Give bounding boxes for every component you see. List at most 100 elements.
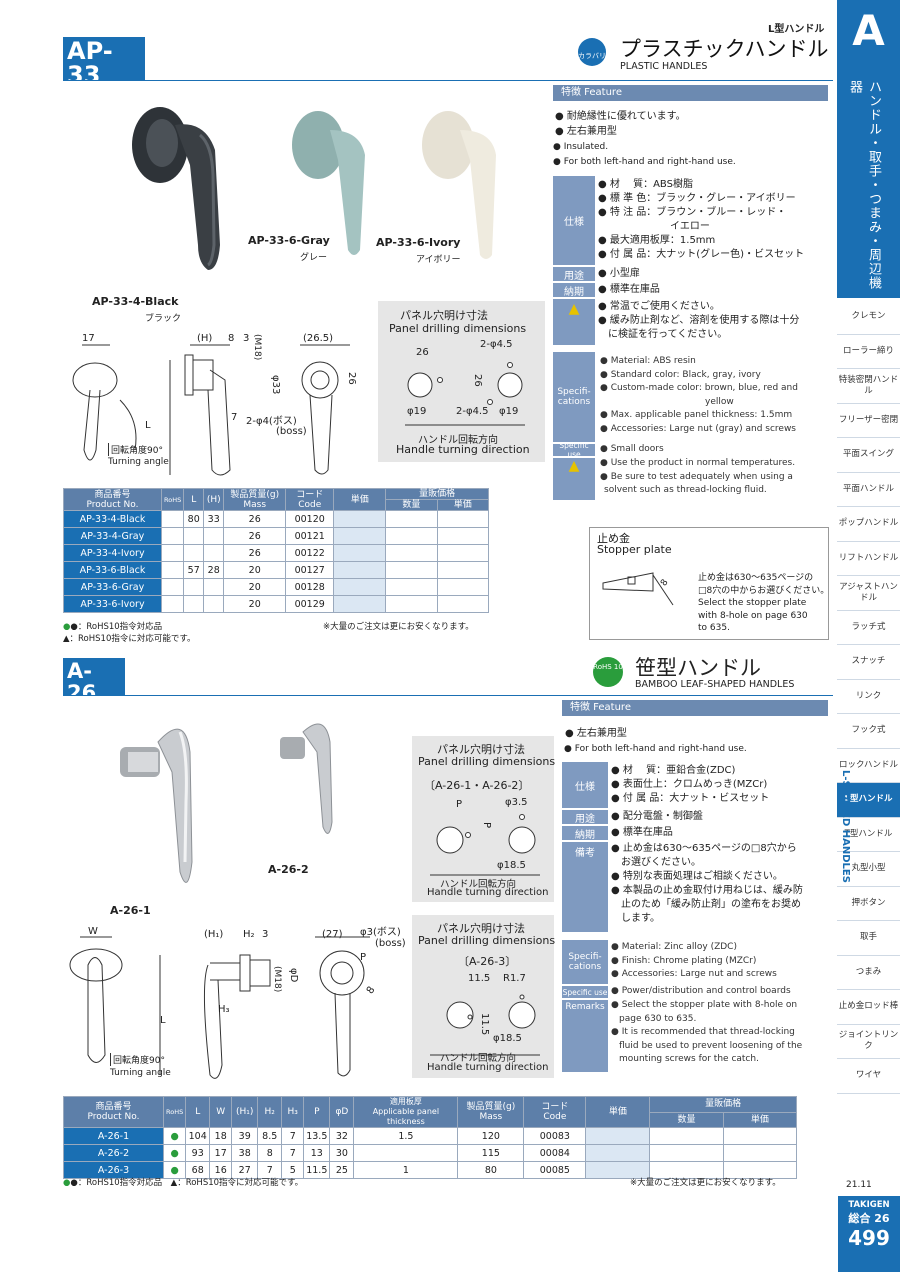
sidebar: A ハンドル・取手・つまみ・周辺機器 クレモンローラー締り特装密閉ハンドルフリー…: [837, 0, 900, 1272]
cell-H: 28: [203, 561, 225, 579]
sidebar-item[interactable]: 平面スイング: [837, 438, 900, 473]
cell-L: 93: [185, 1144, 211, 1162]
sidebar-item[interactable]: スナッチ: [837, 645, 900, 680]
dim-27: (27): [322, 929, 343, 940]
th-volume-price: 量販価格: [385, 488, 489, 500]
th-qty: 数量: [385, 499, 438, 511]
label-gray-jp: グレー: [300, 253, 328, 263]
panel2-drawing: [430, 994, 540, 1056]
cell-qty: [385, 578, 438, 596]
cell-mass: 120: [457, 1127, 525, 1145]
footer-date: 21.11: [846, 1180, 872, 1190]
feature-jp-2: ● 左右兼用型: [555, 126, 617, 137]
color-variation-badge: カラバリ: [578, 38, 606, 66]
cell-mass: 26: [223, 510, 287, 528]
section-vertical-title: ハンドル・取手・つまみ・周辺機器: [847, 80, 881, 290]
caution-list-en: ● Use the product in normal temperatures…: [600, 458, 796, 495]
sidebar-item[interactable]: 丸型小型: [837, 852, 900, 887]
cell-qty: [649, 1127, 724, 1145]
panel1-sub: 〔A-26-1・A-26-2〕: [424, 779, 530, 792]
use-value: ● 小型扉: [598, 268, 640, 279]
sidebar-item[interactable]: フリーザー密閉: [837, 404, 900, 438]
cell-mass: 26: [223, 544, 287, 562]
cell-mass: 80: [457, 1161, 525, 1179]
a26-note-rohs: ●●：RoHS10指令対応品 ▲：RoHS10指令に対応可能です。: [63, 1178, 304, 1188]
th-W: W: [209, 1096, 233, 1128]
warning-icon: ▲: [568, 301, 580, 317]
cell-H3: 7: [281, 1127, 305, 1145]
sidebar-item[interactable]: ロックハンドル: [837, 749, 900, 783]
a26-remarks-list: ● 止め金は630～635ページの□8穴から お選びください。 ● 特別な表面処…: [611, 843, 803, 924]
ap33-product-table: 商品番号 Product No. RoHS L (H) 製品質量(g) Mass…: [63, 488, 490, 613]
spec-en-tab: Specifi-cations: [553, 352, 595, 442]
cell-unit: [436, 527, 490, 545]
cell-code: 00085: [523, 1161, 587, 1179]
sidebar-item[interactable]: 平面ハンドル: [837, 473, 900, 507]
th-rohs: RoHS: [160, 488, 185, 511]
dim-P: P: [360, 952, 367, 963]
panel2-r17: R1.7: [503, 973, 526, 984]
sidebar-item[interactable]: 取手: [837, 921, 900, 956]
cell-H2: 8: [257, 1144, 283, 1162]
cell-thickness: 1.5: [353, 1127, 459, 1145]
dim-m18-a26: (M18): [272, 966, 282, 993]
panel1-P: P: [456, 799, 463, 810]
sidebar-item[interactable]: リンク: [837, 680, 900, 714]
cell-name: AP-33-6-Gray: [63, 578, 162, 596]
cell-W: 18: [209, 1127, 233, 1145]
panel1-dir: ハンドル回転方向: [440, 879, 517, 890]
dim-26-5: (26.5): [303, 333, 334, 344]
cell-unit: [436, 544, 490, 562]
sidebar-item[interactable]: 特装密閉ハンドル: [837, 369, 900, 404]
a26-remarks-tab: 備考: [562, 842, 608, 932]
cell-H1: 38: [231, 1144, 259, 1162]
th-H3: H₃: [281, 1096, 305, 1128]
sidebar-item[interactable]: つまみ: [837, 956, 900, 990]
panel2-d115: 11.5: [468, 973, 491, 984]
sidebar-item[interactable]: アジャストハンドル: [837, 576, 900, 611]
page-number: 499: [848, 1226, 890, 1250]
th-H: (H): [203, 488, 225, 511]
cell-L: [183, 544, 205, 562]
sidebar-item[interactable]: ジョイントリンク: [837, 1025, 900, 1059]
cell-code: 00120: [285, 510, 335, 528]
dim-7: 7: [231, 412, 238, 423]
panel1-title-en: Panel drilling dimensions: [418, 755, 556, 768]
sidebar-item[interactable]: ポップハンドル: [837, 507, 900, 542]
sidebar-item[interactable]: クレモン: [837, 300, 900, 335]
spec-list-jp: ● 材 質：ABS樹脂 ● 標 準 色：ブラック・グレー・アイボリー ● 特 注…: [598, 179, 805, 260]
product-code: AP-33: [67, 37, 113, 89]
sidebar-item[interactable]: リフトハンドル: [837, 542, 900, 576]
sidebar-item[interactable]: フック式: [837, 714, 900, 749]
sidebar-item[interactable]: ラッチ式: [837, 611, 900, 645]
cell-name: AP-33-6-Black: [63, 561, 162, 579]
cell-name: AP-33-4-Black: [63, 510, 162, 528]
cell-rohs: [160, 527, 185, 545]
cell-P: 13: [303, 1144, 331, 1162]
dim-17: 17: [82, 333, 95, 344]
cell-L: 104: [185, 1127, 211, 1145]
dim-boss-en-a26: (boss): [375, 938, 406, 949]
cell-mass: 115: [457, 1144, 525, 1162]
sidebar-item[interactable]: L型ハンドル: [837, 783, 900, 818]
sidebar-item[interactable]: T型ハンドル: [837, 818, 900, 852]
a26-spec-list: ● 材 質：亜鉛合金(ZDC) ● 表面仕上：クロムめっき(MZCr) ● 付 …: [611, 765, 770, 804]
sidebar-item[interactable]: ローラー締り: [837, 335, 900, 369]
footer-catalog: 総合 26: [848, 1212, 890, 1225]
th-H1: (H₁): [231, 1096, 259, 1128]
a26-remarks-en-list: ● Select the stopper plate with 8-hole o…: [611, 1000, 803, 1064]
th-mass: 製品質量(g) Mass: [223, 488, 287, 511]
sidebar-item[interactable]: ワイヤ: [837, 1059, 900, 1094]
use-tab: 用途: [553, 267, 595, 282]
th-volume-price: 量販価格: [649, 1096, 797, 1113]
feature-bar: 特徴 Feature: [553, 85, 828, 101]
cell-price: [333, 544, 387, 562]
cell-rohs: [160, 510, 185, 528]
product-code-badge-a26: A-26 亜鉛合金製: [63, 658, 125, 714]
sidebar-item[interactable]: 押ボタン: [837, 887, 900, 921]
spec-tab: 仕様: [553, 176, 595, 265]
sidebar-item[interactable]: 止め金ロッド棒: [837, 990, 900, 1025]
a26-title-en: BAMBOO LEAF-SHAPED HANDLES: [635, 679, 795, 690]
